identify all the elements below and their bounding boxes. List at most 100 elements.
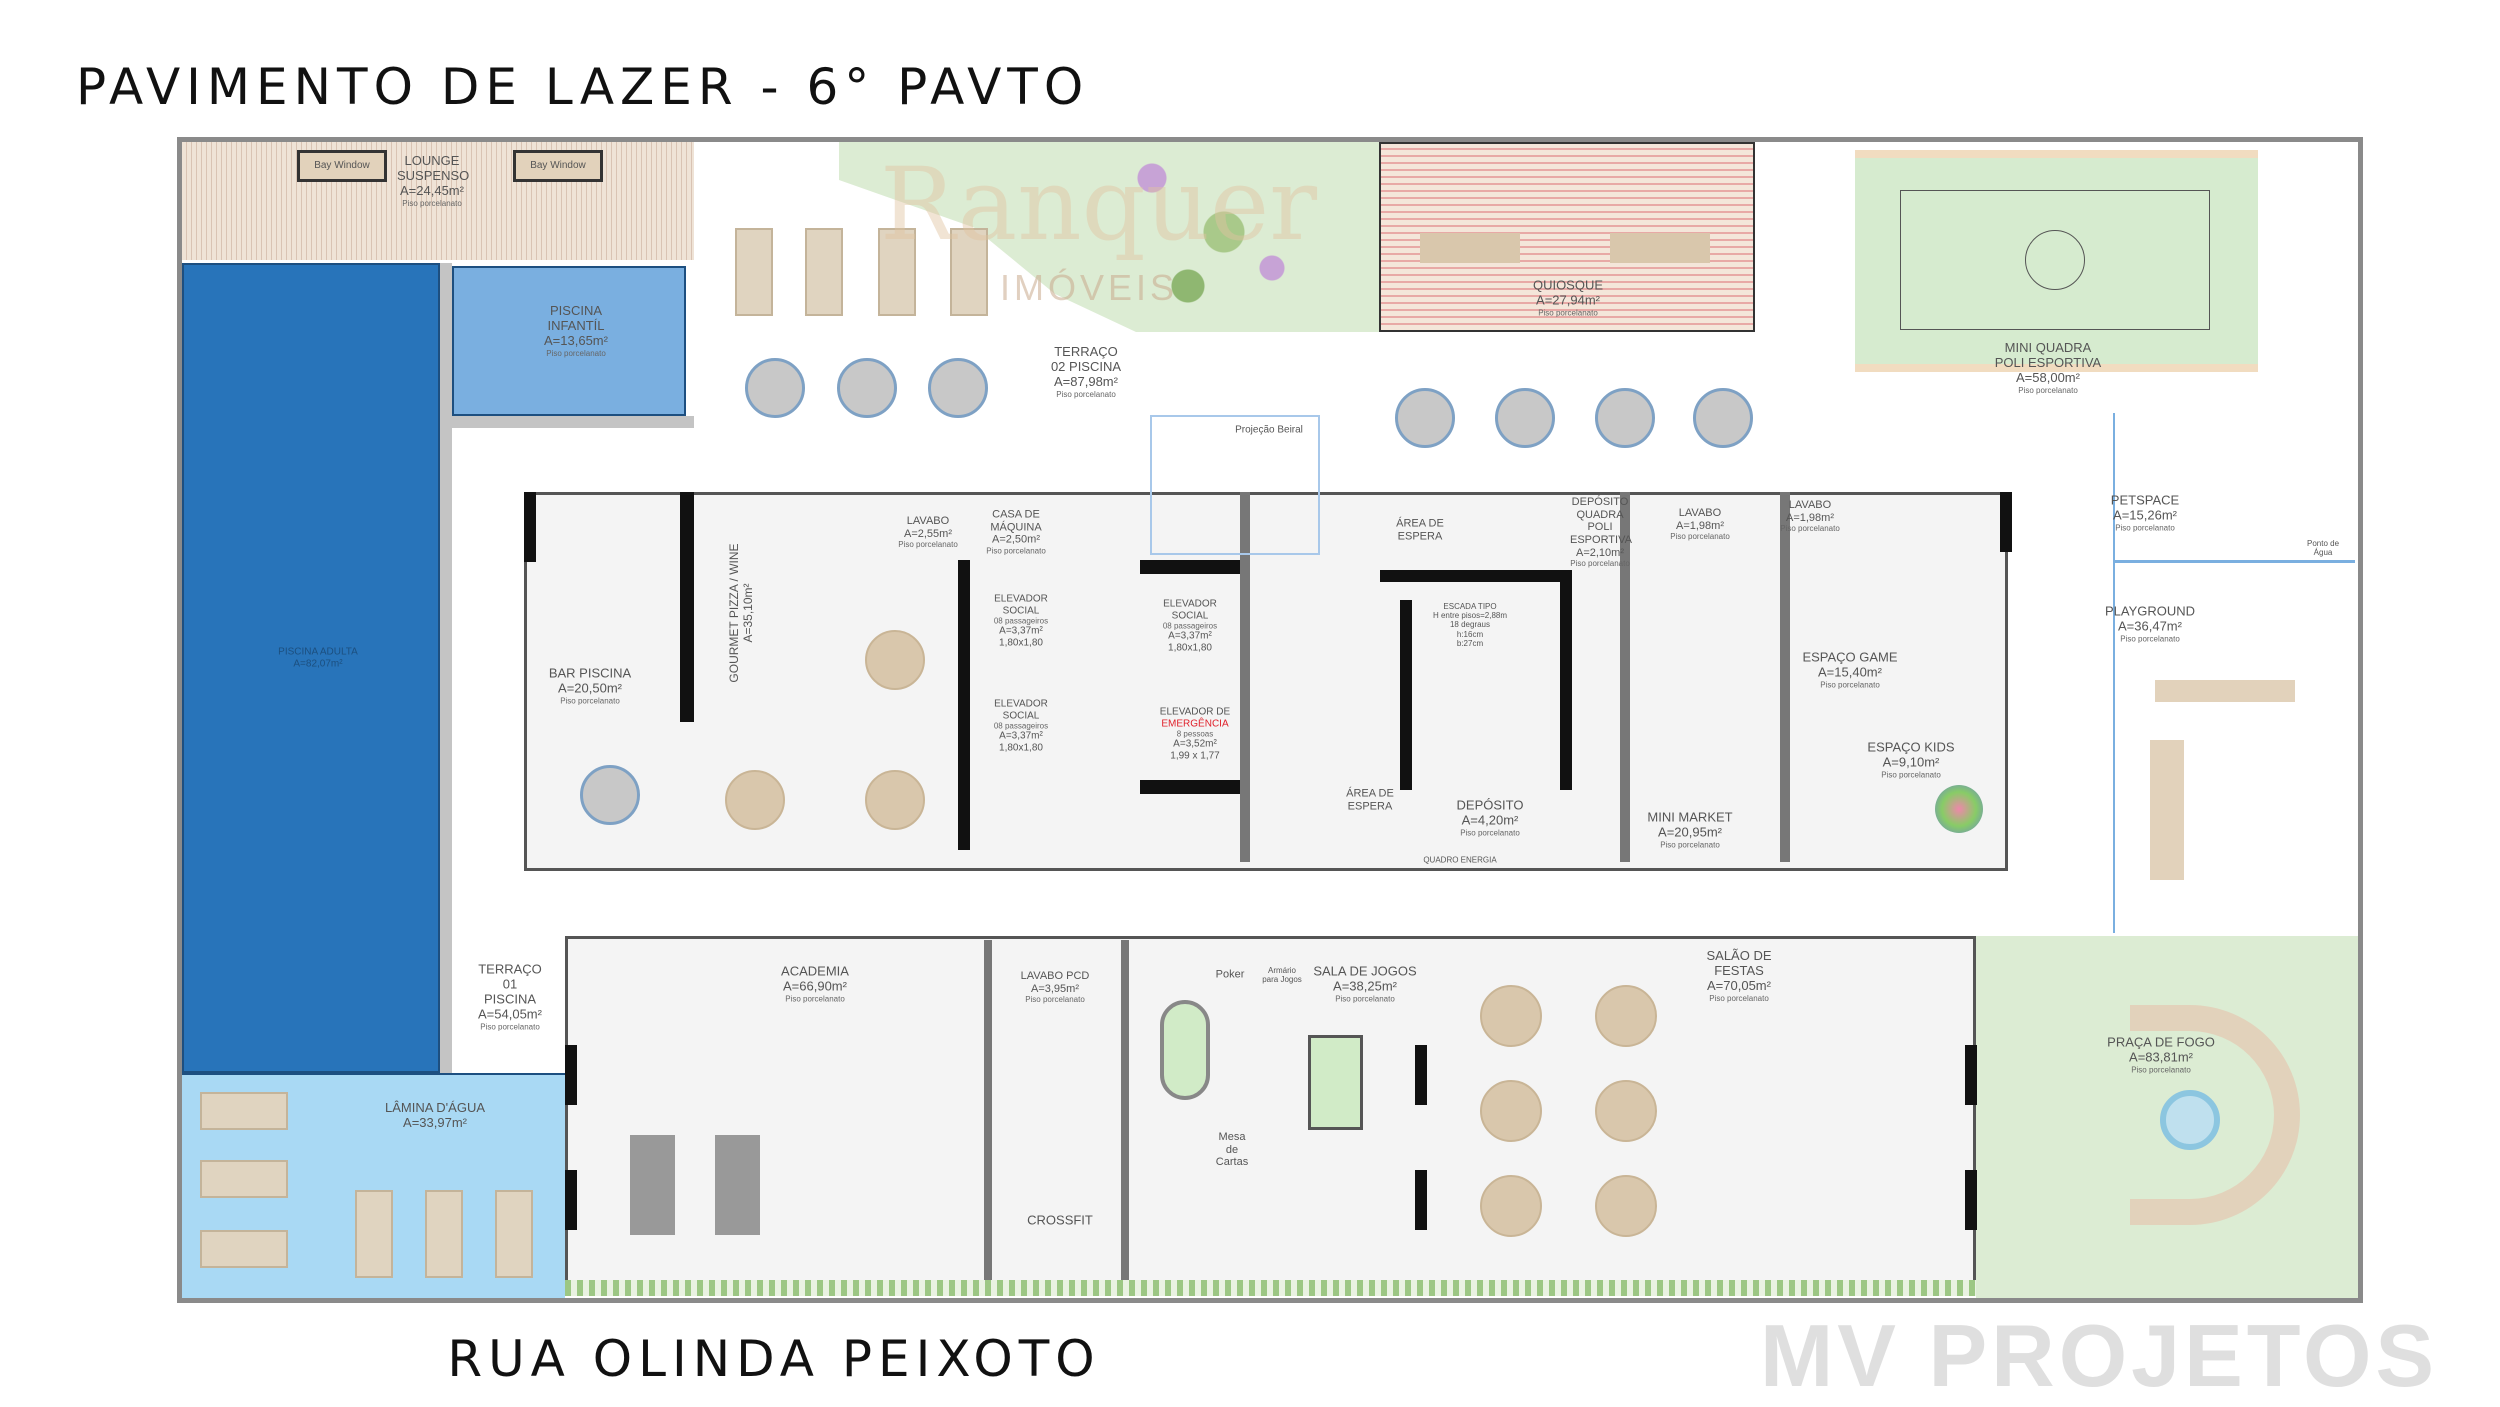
pool-kids	[452, 266, 686, 416]
capacity: 08 passageiros	[993, 616, 1049, 626]
room-area: A=15,40m²	[1818, 664, 1882, 680]
room-name: LOUNGE SUSPENSO	[397, 153, 470, 183]
stair-spec: 18 degraus	[1449, 620, 1491, 630]
capacity: 8 pessoas	[1176, 729, 1214, 739]
fire-pit	[2160, 1090, 2220, 1150]
room-area: A=9,10m²	[1882, 754, 1940, 770]
dining-table	[1595, 1080, 1657, 1142]
floor-finish: Piso porcelanato	[1881, 770, 1941, 780]
wall	[565, 1170, 577, 1230]
planter-strip	[565, 1280, 1976, 1296]
sun-lounger	[200, 1160, 288, 1198]
pool-edge	[440, 263, 452, 1073]
wall	[984, 940, 992, 1280]
room-area: A=87,98m²	[1054, 373, 1118, 389]
room-name: LAVABO	[1788, 498, 1832, 511]
treadmill	[630, 1135, 675, 1235]
label-armario: Armário para Jogos	[1262, 965, 1302, 984]
room-name: SALA DE JOGOS	[1313, 963, 1417, 979]
room-name: LÂMINA D'ÁGUA	[384, 1100, 486, 1116]
room-name: ESPAÇO GAME	[1802, 649, 1898, 665]
sun-lounger	[805, 228, 843, 316]
wall	[1780, 492, 1790, 862]
outdoor-table	[745, 358, 805, 418]
wall	[1140, 560, 1250, 574]
room-area: A=3,52m²	[1173, 738, 1217, 750]
floor-finish: Piso porcelanato	[986, 546, 1046, 556]
room-name: TERRAÇO 02 PISCINA	[1050, 344, 1122, 374]
wall	[1400, 600, 1412, 790]
label-area-espera: ÁREA DE ESPERA	[1346, 787, 1394, 812]
wall	[1965, 1045, 1977, 1105]
floor-finish: Piso porcelanato	[898, 540, 958, 550]
outdoor-table	[928, 358, 988, 418]
petspace-divider	[2113, 560, 2355, 563]
stair-spec: b:27cm	[1456, 638, 1484, 648]
label-crossfit: CROSSFIT	[1027, 1212, 1093, 1228]
room-area: A=58,00m²	[2016, 369, 2080, 385]
lounge-deck	[182, 142, 694, 260]
dining-table	[1595, 1175, 1657, 1237]
dining-table	[725, 770, 785, 830]
bay-window: Bay Window	[297, 150, 387, 182]
court-lines	[1900, 190, 2210, 330]
wall	[1380, 570, 1570, 582]
floor-finish: Piso porcelanato	[2018, 385, 2078, 395]
label-projecao-beiral: Projeção Beiral	[1235, 424, 1303, 436]
sun-lounger	[878, 228, 916, 316]
wall	[1121, 940, 1129, 1280]
floor-finish: Piso porcelanato	[1820, 680, 1880, 690]
room-area: A=66,90m²	[783, 978, 847, 994]
room-area: A=3,37m²	[1168, 630, 1212, 642]
floor-finish: Piso porcelanato	[1570, 559, 1630, 569]
room-area: A=27,94m²	[1536, 292, 1600, 308]
room-name: DEPÓSITO	[1456, 797, 1524, 813]
room-name: QUIOSQUE	[1532, 277, 1604, 293]
label-area-espera: ÁREA DE ESPERA	[1396, 517, 1444, 542]
outdoor-table	[837, 358, 897, 418]
room-name: PISCINA ADULTA	[278, 646, 358, 658]
room-name: ELEVADOR SOCIAL	[1163, 598, 1217, 621]
sun-lounger	[425, 1190, 463, 1278]
room-area: A=2,55m²	[904, 527, 952, 540]
dining-table	[1480, 1175, 1542, 1237]
outdoor-table	[1595, 388, 1655, 448]
room-name: DEPÓSITO QUADRA POLI ESPORTIVA	[1570, 495, 1632, 546]
pool-adult	[182, 263, 440, 1073]
room-area: A=38,25m²	[1333, 978, 1397, 994]
room-name: PETSPACE	[2110, 492, 2180, 508]
room-area: A=15,26m²	[2113, 507, 2177, 523]
outdoor-table	[580, 765, 640, 825]
treadmill	[715, 1135, 760, 1235]
room-area: A=3,95m²	[1030, 982, 1079, 995]
room-name: PLAYGROUND	[2104, 603, 2196, 619]
floor-finish: Piso porcelanato	[2120, 634, 2180, 644]
stair-spec: H entre pisos=2,88m	[1432, 611, 1508, 621]
room-area: A=36,47m²	[2118, 618, 2182, 634]
room-area: A=1,98m²	[1786, 511, 1834, 524]
wall	[1415, 1045, 1427, 1105]
floor-finish: Piso porcelanato	[1780, 524, 1840, 534]
dining-table	[1595, 985, 1657, 1047]
dining-table	[1480, 1080, 1542, 1142]
room-area: A=3,37m²	[999, 625, 1043, 637]
wall	[1620, 492, 1630, 862]
floor-finish: Piso porcelanato	[1660, 840, 1720, 850]
floor-finish: Piso porcelanato	[402, 198, 462, 208]
floor-finish: Piso porcelanato	[546, 348, 606, 358]
room-area: A=1,98m²	[1676, 519, 1724, 532]
room-name: MINI MARKET	[1647, 809, 1733, 825]
